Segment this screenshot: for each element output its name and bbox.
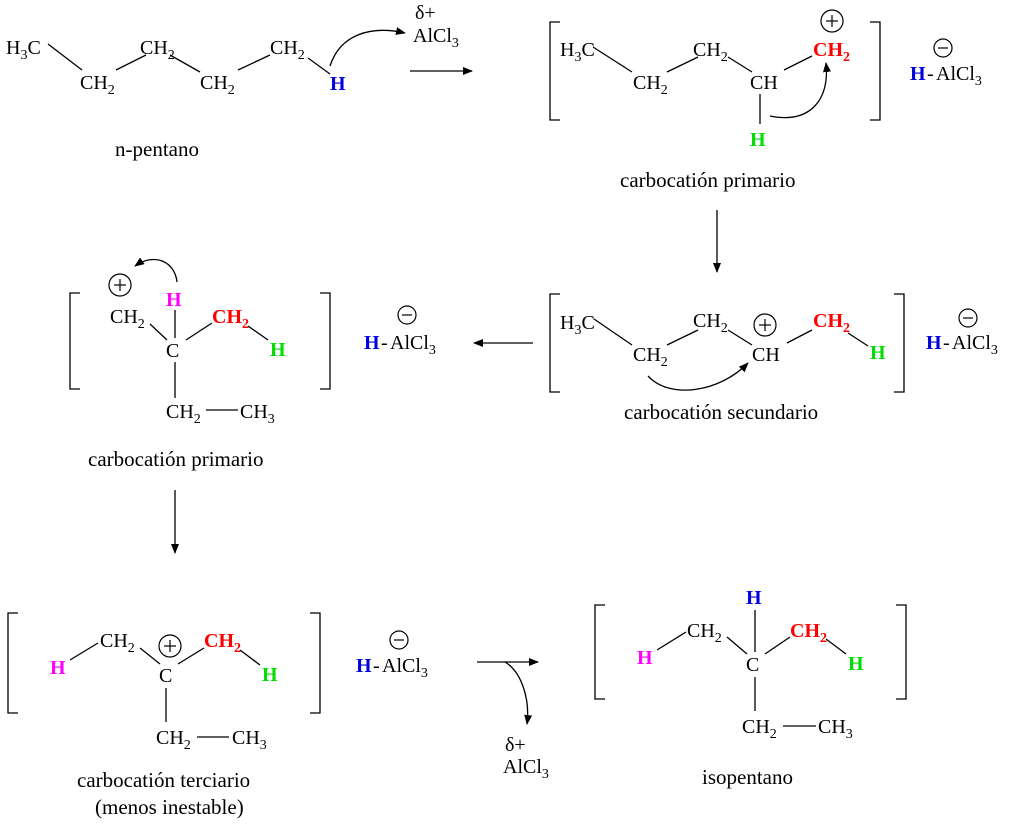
plus-charge-icon [820, 9, 844, 33]
minus-charge-icon [933, 38, 953, 58]
label-carb-secundario: carbocatión secundario [624, 400, 818, 424]
svg-text:CH2: CH2 [270, 37, 305, 63]
svg-text:H: H [356, 655, 372, 677]
svg-text:CH2: CH2 [156, 727, 191, 753]
svg-text:CH2: CH2 [742, 716, 777, 742]
tertiary-carbocation: H CH2 C CH2 H CH2 CH3 H - AlCl3 [7, 612, 428, 753]
svg-text:AlCl3: AlCl3 [503, 756, 549, 782]
primary-carbocation-2: H CH2 C CH2 H CH2 CH3 H - AlCl3 [69, 257, 436, 427]
svg-text:H: H [746, 587, 762, 609]
svg-text:CH3: CH3 [232, 727, 267, 753]
svg-text:AlCl3: AlCl3 [382, 655, 428, 681]
svg-text:H: H [926, 332, 942, 354]
plus-charge-icon [158, 634, 182, 658]
svg-text:δ+: δ+ [505, 734, 526, 756]
n-pentane-structure: H3C CH2 CH2 CH2 CH2 H [6, 27, 406, 98]
plus-charge-icon [753, 313, 777, 337]
svg-text:-: - [381, 332, 388, 354]
minus-charge-icon [958, 308, 978, 328]
svg-text:CH: CH [752, 344, 780, 366]
label-carb-terciario: carbocatión terciario [77, 768, 250, 792]
label-isopentano: isopentano [702, 765, 793, 789]
plus-charge-icon [108, 273, 132, 297]
svg-text:H: H [910, 63, 926, 85]
svg-text:C: C [746, 654, 759, 676]
svg-text:CH2: CH2 [212, 306, 249, 332]
minus-charge-icon [397, 305, 417, 325]
isopentane-structure: H H CH2 C CH2 H CH2 CH3 [594, 587, 907, 742]
delta-plus: δ+ [415, 2, 436, 24]
label-menos-inestable: (menos inestable) [95, 795, 244, 819]
label-carb-primario-1: carbocatión primario [620, 168, 796, 192]
svg-text:CH3: CH3 [240, 401, 275, 427]
svg-text:CH2: CH2 [633, 344, 668, 370]
svg-text:H: H [270, 339, 286, 361]
svg-text:H: H [870, 342, 886, 364]
curved-arrow [329, 27, 406, 67]
alcl3-catalyst: AlCl3 [413, 25, 459, 51]
svg-text:CH2: CH2 [813, 310, 850, 336]
svg-text:AlCl3: AlCl3 [952, 332, 998, 358]
minus-charge-icon [389, 630, 409, 650]
svg-text:CH2: CH2 [80, 72, 115, 98]
svg-text:CH2: CH2 [204, 630, 241, 656]
svg-text:H: H [848, 653, 864, 675]
svg-text:-: - [943, 332, 950, 354]
svg-text:CH2: CH2 [166, 401, 201, 427]
svg-text:AlCl3: AlCl3 [390, 332, 436, 358]
svg-text:H3C: H3C [560, 39, 595, 65]
svg-text:H: H [364, 332, 380, 354]
svg-text:C: C [159, 665, 172, 687]
svg-text:H3C: H3C [6, 37, 41, 63]
svg-text:CH2: CH2 [140, 37, 175, 63]
svg-text:CH2: CH2 [633, 72, 668, 98]
transferred-hydride-h: H [330, 73, 346, 95]
svg-text:H: H [50, 657, 66, 679]
label-n-pentano: n-pentano [115, 137, 199, 161]
svg-text:H3C: H3C [560, 312, 595, 338]
svg-text:CH2: CH2 [693, 39, 728, 65]
svg-text:CH2: CH2 [110, 306, 145, 332]
svg-text:CH2: CH2 [687, 620, 722, 646]
svg-text:H: H [166, 289, 182, 311]
svg-text:CH2: CH2 [693, 310, 728, 336]
secondary-carbocation: H3C CH2 CH2 CH CH2 H H - AlCl3 [549, 293, 998, 393]
svg-text:CH2: CH2 [790, 620, 827, 646]
svg-text:CH3: CH3 [818, 716, 853, 742]
svg-text:H: H [750, 129, 766, 151]
svg-text:C: C [166, 340, 179, 362]
label-carb-primario-2: carbocatión primario [88, 447, 264, 471]
svg-text:CH2: CH2 [813, 39, 850, 65]
svg-text:-: - [373, 655, 380, 677]
svg-text:CH2: CH2 [200, 72, 235, 98]
svg-text:H: H [262, 664, 278, 686]
svg-text:H: H [637, 647, 653, 669]
primary-carbocation-1: H3C CH2 CH2 CH CH2 H H - AlCl3 [549, 9, 982, 151]
svg-text:CH2: CH2 [100, 630, 135, 656]
svg-text:CH: CH [750, 72, 778, 94]
svg-text:AlCl3: AlCl3 [936, 63, 982, 89]
svg-text:-: - [927, 63, 934, 85]
